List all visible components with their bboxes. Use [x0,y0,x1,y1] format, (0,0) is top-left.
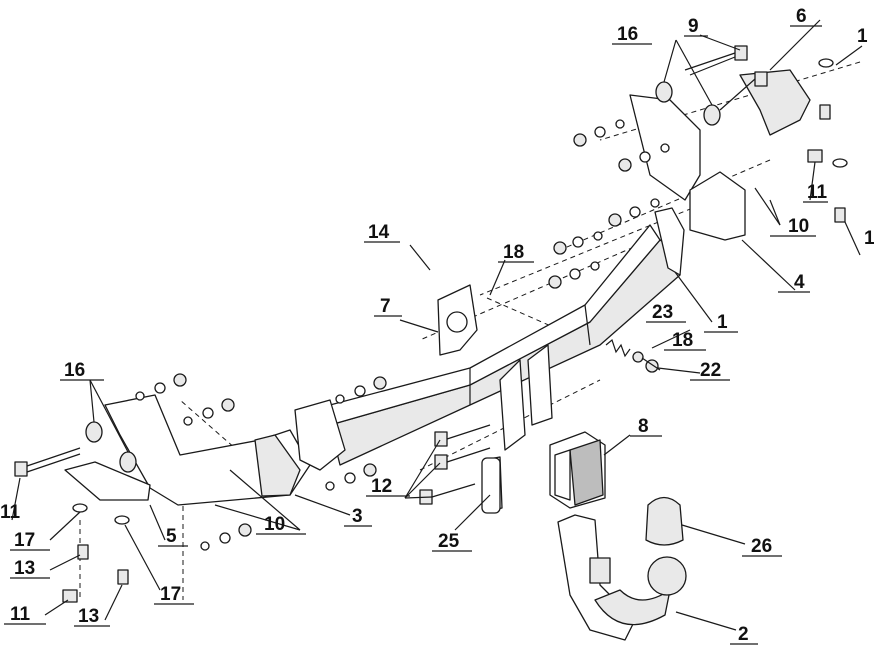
long-bolts [14,45,768,477]
label-16-left: 16 [64,360,85,381]
label-16-right: 16 [617,24,638,45]
label-11-right: 11 [807,182,828,203]
label-17-left: 17 [14,530,35,551]
tow-ball-2 [557,514,687,641]
part-labels: 6 9 16 1 11 10 1 4 14 18 7 1 23 18 22 8 … [0,6,874,645]
label-1: 1 [717,312,728,333]
left-bracket [64,394,346,506]
label-1-right-a: 1 [857,26,868,47]
label-11-left-a: 11 [0,502,21,523]
label-11-left-b: 11 [10,604,31,625]
label-2: 2 [738,624,749,645]
bolts-11-13 [62,58,848,603]
main-crossbar [329,207,685,466]
plate-25 [481,457,501,514]
label-18-top: 18 [503,242,524,263]
label-22: 22 [700,360,721,381]
label-6: 6 [796,6,807,27]
washers-16 [85,81,721,473]
label-5: 5 [166,526,177,547]
socket-plate [437,284,478,356]
label-7: 7 [380,296,391,317]
label-26: 26 [751,536,772,557]
fasteners [14,45,848,603]
leader-lines [11,19,863,631]
module-8 [549,431,606,509]
label-14: 14 [368,222,390,243]
label-10-left: 10 [264,514,285,535]
nut-stack-top-right [573,119,670,227]
label-12: 12 [371,476,392,497]
ball-cap-26 [645,496,684,546]
label-8: 8 [638,416,649,437]
spring-23 [605,338,659,373]
label-17-bottom: 17 [160,584,181,605]
label-4: 4 [794,272,805,293]
label-23: 23 [652,302,673,323]
label-18-right: 18 [672,330,693,351]
label-25: 25 [438,531,460,552]
label-10-right: 10 [788,216,809,237]
label-13-left: 13 [14,558,35,579]
label-13-bottom: 13 [78,606,99,627]
label-9: 9 [688,16,699,37]
nut-stack-center [548,231,603,289]
label-3: 3 [352,506,363,527]
nut-stack-left [135,373,387,551]
label-1-right-b: 1 [864,228,874,249]
